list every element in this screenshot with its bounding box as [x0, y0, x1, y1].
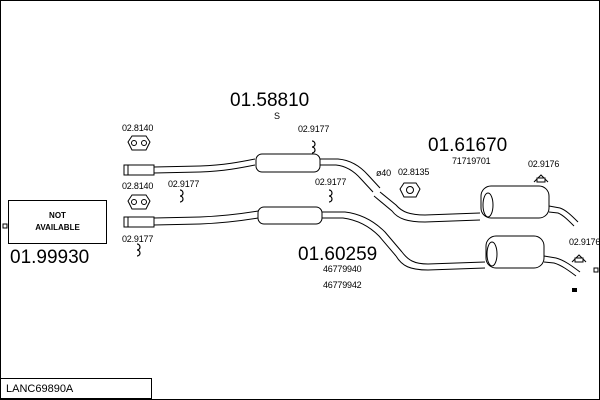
not-available-line1: NOT [49, 211, 66, 220]
gasket-upper-icon [127, 135, 151, 151]
rear-oem: 71719701 [452, 156, 491, 166]
upper-pipe [123, 153, 579, 227]
not-available-line2: AVAILABLE [35, 223, 80, 232]
clamp-center-label: 02.8135 [398, 167, 430, 177]
gasket-lower-label: 02.8140 [122, 181, 154, 191]
gasket-lower-icon [127, 194, 151, 210]
upper-middle-number: 01.58810 [230, 90, 310, 111]
clamp-lower-left-label: 02.9177 [168, 179, 200, 189]
clamp-lower-left-icon [179, 189, 184, 203]
gasket-upper-label: 02.8140 [122, 123, 154, 133]
upper-middle-suffix: S [274, 111, 280, 121]
clamp-upper-mid-label: 02.9177 [298, 124, 330, 134]
front-pipe-number: 01.99930 [10, 247, 90, 268]
lower-middle-oem1: 46779940 [323, 264, 362, 274]
not-available-box: NOT AVAILABLE [8, 200, 107, 244]
lower-middle-number: 01.60259 [298, 244, 378, 265]
clamp-lower-mid-label: 02.9177 [315, 177, 347, 187]
diameter-label: ø40 [376, 168, 391, 178]
rear-number: 01.61670 [428, 135, 508, 156]
page-code-box: LANC69890A [0, 378, 152, 399]
clamp-left-bottom-label: 02.9177 [122, 234, 154, 244]
hanger-rear-upper-icon [533, 174, 549, 183]
clamp-left-bottom-icon [136, 243, 141, 257]
clamp-center-icon [399, 182, 421, 198]
hanger-rear-upper-label: 02.9176 [528, 159, 560, 169]
hanger-rear-lower-label: 02.9176 [569, 237, 600, 247]
clamp-upper-mid-icon [311, 140, 316, 154]
lower-middle-oem2: 46779942 [323, 280, 362, 290]
lower-pipe [123, 206, 581, 277]
page-code: LANC69890A [6, 383, 74, 395]
clamp-lower-mid-icon [328, 189, 333, 203]
hanger-rear-lower-icon [571, 254, 587, 263]
